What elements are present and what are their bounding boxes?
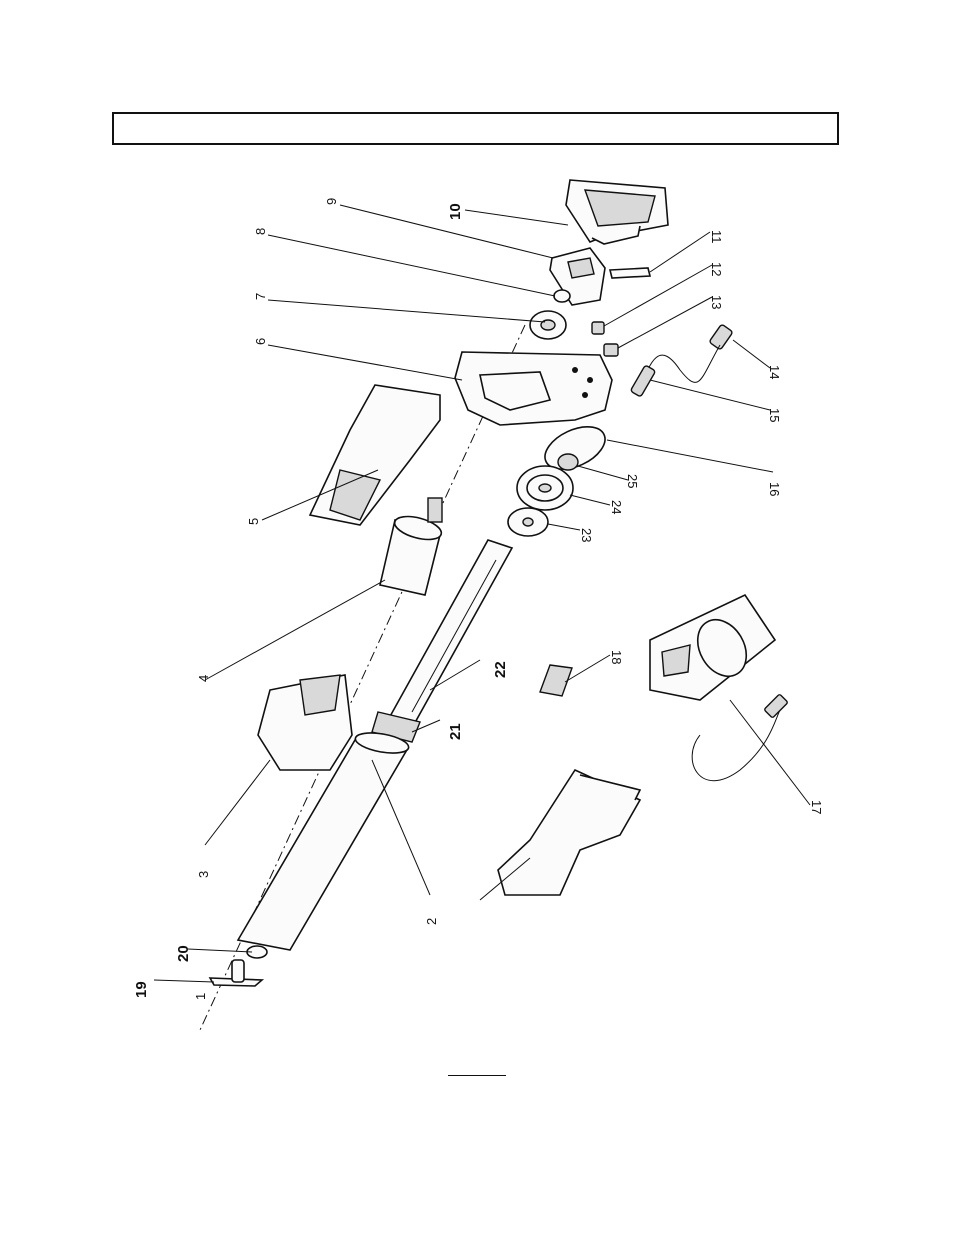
part-17-charger bbox=[649, 593, 788, 782]
label-part-21: 21 bbox=[447, 723, 464, 740]
label-part-6: 6 bbox=[253, 338, 268, 345]
label-part-3: 3 bbox=[196, 871, 211, 878]
label-part-15: 15 bbox=[767, 408, 782, 422]
label-part-22: 22 bbox=[492, 661, 509, 678]
part-11-pin bbox=[608, 267, 652, 279]
part-23-disc bbox=[507, 507, 549, 537]
part-2-cylinder-tube bbox=[236, 732, 410, 951]
label-part-19: 19 bbox=[133, 981, 150, 998]
part-6-main-housing bbox=[454, 351, 613, 426]
label-part-24: 24 bbox=[609, 500, 624, 514]
label-part-14: 14 bbox=[767, 365, 782, 379]
label-part-5: 5 bbox=[246, 518, 261, 525]
label-part-4: 4 bbox=[196, 675, 211, 682]
part-8-sleeve bbox=[553, 289, 571, 303]
label-part-10: 10 bbox=[447, 203, 464, 220]
label-part-7: 7 bbox=[253, 293, 268, 300]
part-12-fitting bbox=[591, 321, 605, 335]
part-10-cover-plate bbox=[565, 179, 669, 245]
label-part-11: 11 bbox=[709, 230, 724, 244]
leader-lines bbox=[153, 204, 811, 983]
part-7-washer bbox=[529, 310, 567, 340]
label-part-1: 1 bbox=[193, 993, 208, 1000]
part-4-motor bbox=[379, 497, 443, 596]
part-3-battery bbox=[257, 674, 353, 771]
part-13-fitting bbox=[603, 343, 619, 357]
label-part-20: 20 bbox=[175, 945, 192, 962]
label-part-23: 23 bbox=[579, 528, 594, 542]
part-18-clip bbox=[539, 664, 573, 697]
label-part-25: 25 bbox=[625, 474, 640, 488]
label-part-12: 12 bbox=[709, 262, 724, 276]
label-part-16: 16 bbox=[767, 482, 782, 496]
label-part-17: 17 bbox=[809, 800, 824, 814]
header-box bbox=[112, 112, 839, 145]
footer-rule bbox=[448, 1075, 506, 1076]
part-labels: 1 2 3 4 5 6 7 8 9 10 11 12 13 14 15 16 1… bbox=[133, 198, 824, 1000]
part-19-end-cap bbox=[208, 959, 265, 987]
label-part-8: 8 bbox=[253, 228, 268, 235]
label-part-18: 18 bbox=[609, 650, 624, 664]
part-15-hose bbox=[630, 344, 721, 397]
label-part-2: 2 bbox=[424, 918, 439, 925]
label-part-9: 9 bbox=[324, 198, 339, 205]
part-14-hose-coupler bbox=[709, 324, 733, 350]
part-24-piston bbox=[516, 465, 574, 511]
part-1-grip bbox=[497, 768, 642, 896]
part-25-seal bbox=[557, 453, 579, 471]
label-part-13: 13 bbox=[709, 295, 724, 309]
part-5-handle-half bbox=[308, 384, 441, 526]
